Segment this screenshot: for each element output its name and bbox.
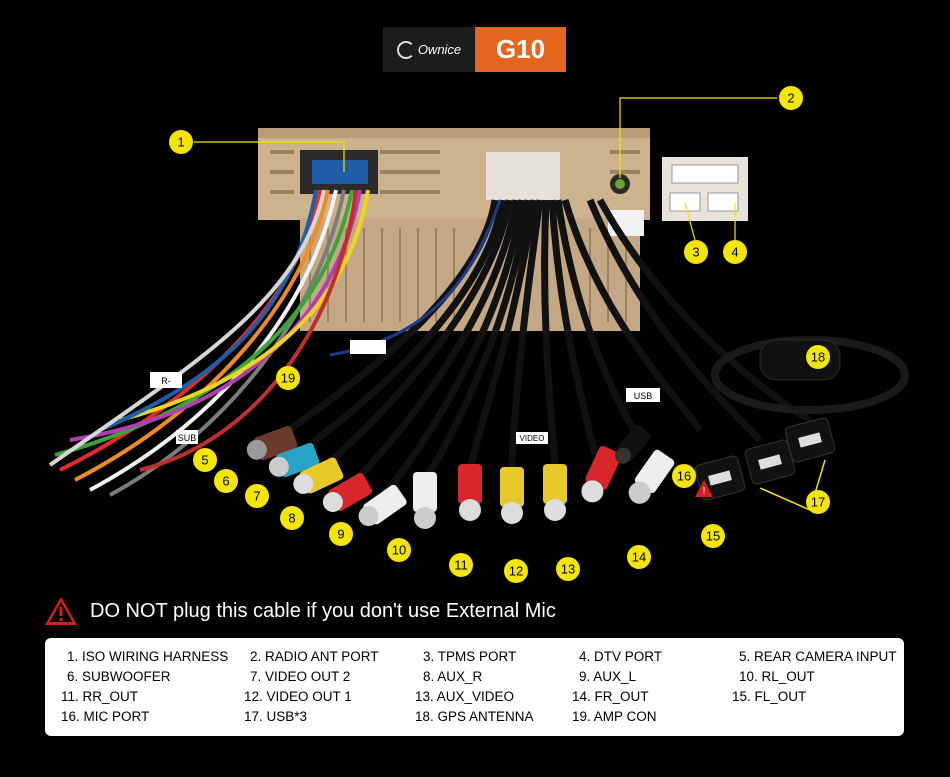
legend-item: 5. REAR CAMERA INPUT	[739, 649, 897, 664]
callout-17: 17	[806, 490, 830, 514]
svg-text:19: 19	[281, 371, 295, 386]
svg-text:16: 16	[677, 469, 691, 484]
warning-icon	[45, 597, 77, 625]
warning-text: DO NOT plug this cable if you don't use …	[90, 599, 556, 622]
svg-text:14: 14	[632, 550, 646, 565]
legend-item: 3. TPMS PORT	[423, 649, 517, 664]
callout-12: 12	[504, 559, 528, 583]
port-legend: 1. ISO WIRING HARNESS 2. RADIO ANT PORT …	[45, 638, 904, 736]
svg-text:4: 4	[731, 245, 738, 260]
legend-item: 11. RR_OUT	[61, 689, 139, 704]
legend-item: 13. AUX_VIDEO	[415, 689, 515, 704]
callout-10: 10	[387, 538, 411, 562]
svg-text:11: 11	[454, 558, 468, 573]
logo-ownice: Ownice	[383, 27, 475, 72]
cable-tags: R- SUB USB VIDEO	[150, 340, 660, 444]
callout-14: 14	[627, 545, 651, 569]
logo-text: Ownice	[417, 42, 462, 57]
svg-text:6: 6	[222, 474, 229, 489]
tpms-dtv-connector	[662, 157, 748, 221]
legend-item: 7. VIDEO OUT 2	[250, 669, 351, 684]
ownice-logo-icon	[396, 40, 415, 59]
legend-item: 16. MIC PORT	[61, 709, 150, 724]
svg-text:3: 3	[692, 245, 699, 260]
legend-item: 18. GPS ANTENNA	[415, 709, 534, 724]
callouts: 1 2 3 4 5 6 7 8 9 10 11 12 13 14 15 16 1…	[169, 86, 830, 583]
svg-text:9: 9	[337, 527, 344, 542]
svg-text:17: 17	[811, 495, 825, 510]
svg-text:5: 5	[201, 453, 208, 468]
tag-video: VIDEO	[520, 434, 545, 443]
svg-text:7: 7	[253, 489, 260, 504]
svg-text:12: 12	[509, 564, 523, 579]
legend-item: 17. USB*3	[244, 709, 308, 724]
callout-9: 9	[329, 522, 353, 546]
svg-text:15: 15	[706, 529, 720, 544]
svg-text:13: 13	[561, 562, 575, 577]
callout-7: 7	[245, 484, 269, 508]
brand-logo: Ownice G10	[383, 27, 566, 72]
svg-text:!: !	[703, 486, 706, 497]
legend-item: 8. AUX_R	[423, 669, 483, 684]
callout-19: 19	[276, 366, 300, 390]
callout-4: 4	[723, 240, 747, 264]
legend-item: 4. DTV PORT	[579, 649, 663, 664]
callout-8: 8	[280, 506, 304, 530]
svg-text:10: 10	[392, 543, 406, 558]
tag-usb: USB	[634, 391, 653, 401]
callout-18: 18	[806, 345, 830, 369]
svg-text:8: 8	[288, 511, 295, 526]
wiring-diagram: R- SUB USB VIDEO ! 1 2 3 4 5 6 7 8 9 10 …	[48, 86, 909, 583]
svg-text:2: 2	[787, 91, 794, 106]
callout-6: 6	[214, 469, 238, 493]
legend-item: 10. RL_OUT	[739, 669, 815, 684]
model-badge: G10	[475, 27, 566, 72]
rca-cables	[272, 198, 812, 503]
tag-sub: SUB	[178, 433, 197, 443]
legend-item: 1. ISO WIRING HARNESS	[67, 649, 229, 664]
legend-item: 9. AUX_L	[579, 669, 637, 684]
rca-plugs	[246, 424, 675, 529]
callout-5: 5	[193, 448, 217, 472]
callout-15: 15	[701, 524, 725, 548]
tag-rr: R-	[161, 376, 171, 386]
callout-3: 3	[684, 240, 708, 264]
legend-item: 15. FL_OUT	[732, 689, 807, 704]
leader-lines	[194, 97, 777, 241]
legend-item: 12. VIDEO OUT 1	[244, 689, 352, 704]
legend-item: 6. SUBWOOFER	[67, 669, 171, 684]
callout-2: 2	[779, 86, 803, 110]
callout-11: 11	[449, 553, 473, 577]
legend-item: 2. RADIO ANT PORT	[250, 649, 379, 664]
legend-item: 19. AMP CON	[572, 709, 657, 724]
callout-1: 1	[169, 130, 193, 154]
svg-text:18: 18	[811, 350, 825, 365]
callout-16: 16	[672, 464, 696, 488]
svg-text:1: 1	[177, 135, 184, 150]
legend-item: 14. FR_OUT	[572, 689, 649, 704]
callout-13: 13	[556, 557, 580, 581]
mic-warning-icon: !	[695, 480, 713, 497]
mic-warning: DO NOT plug this cable if you don't use …	[44, 596, 556, 626]
